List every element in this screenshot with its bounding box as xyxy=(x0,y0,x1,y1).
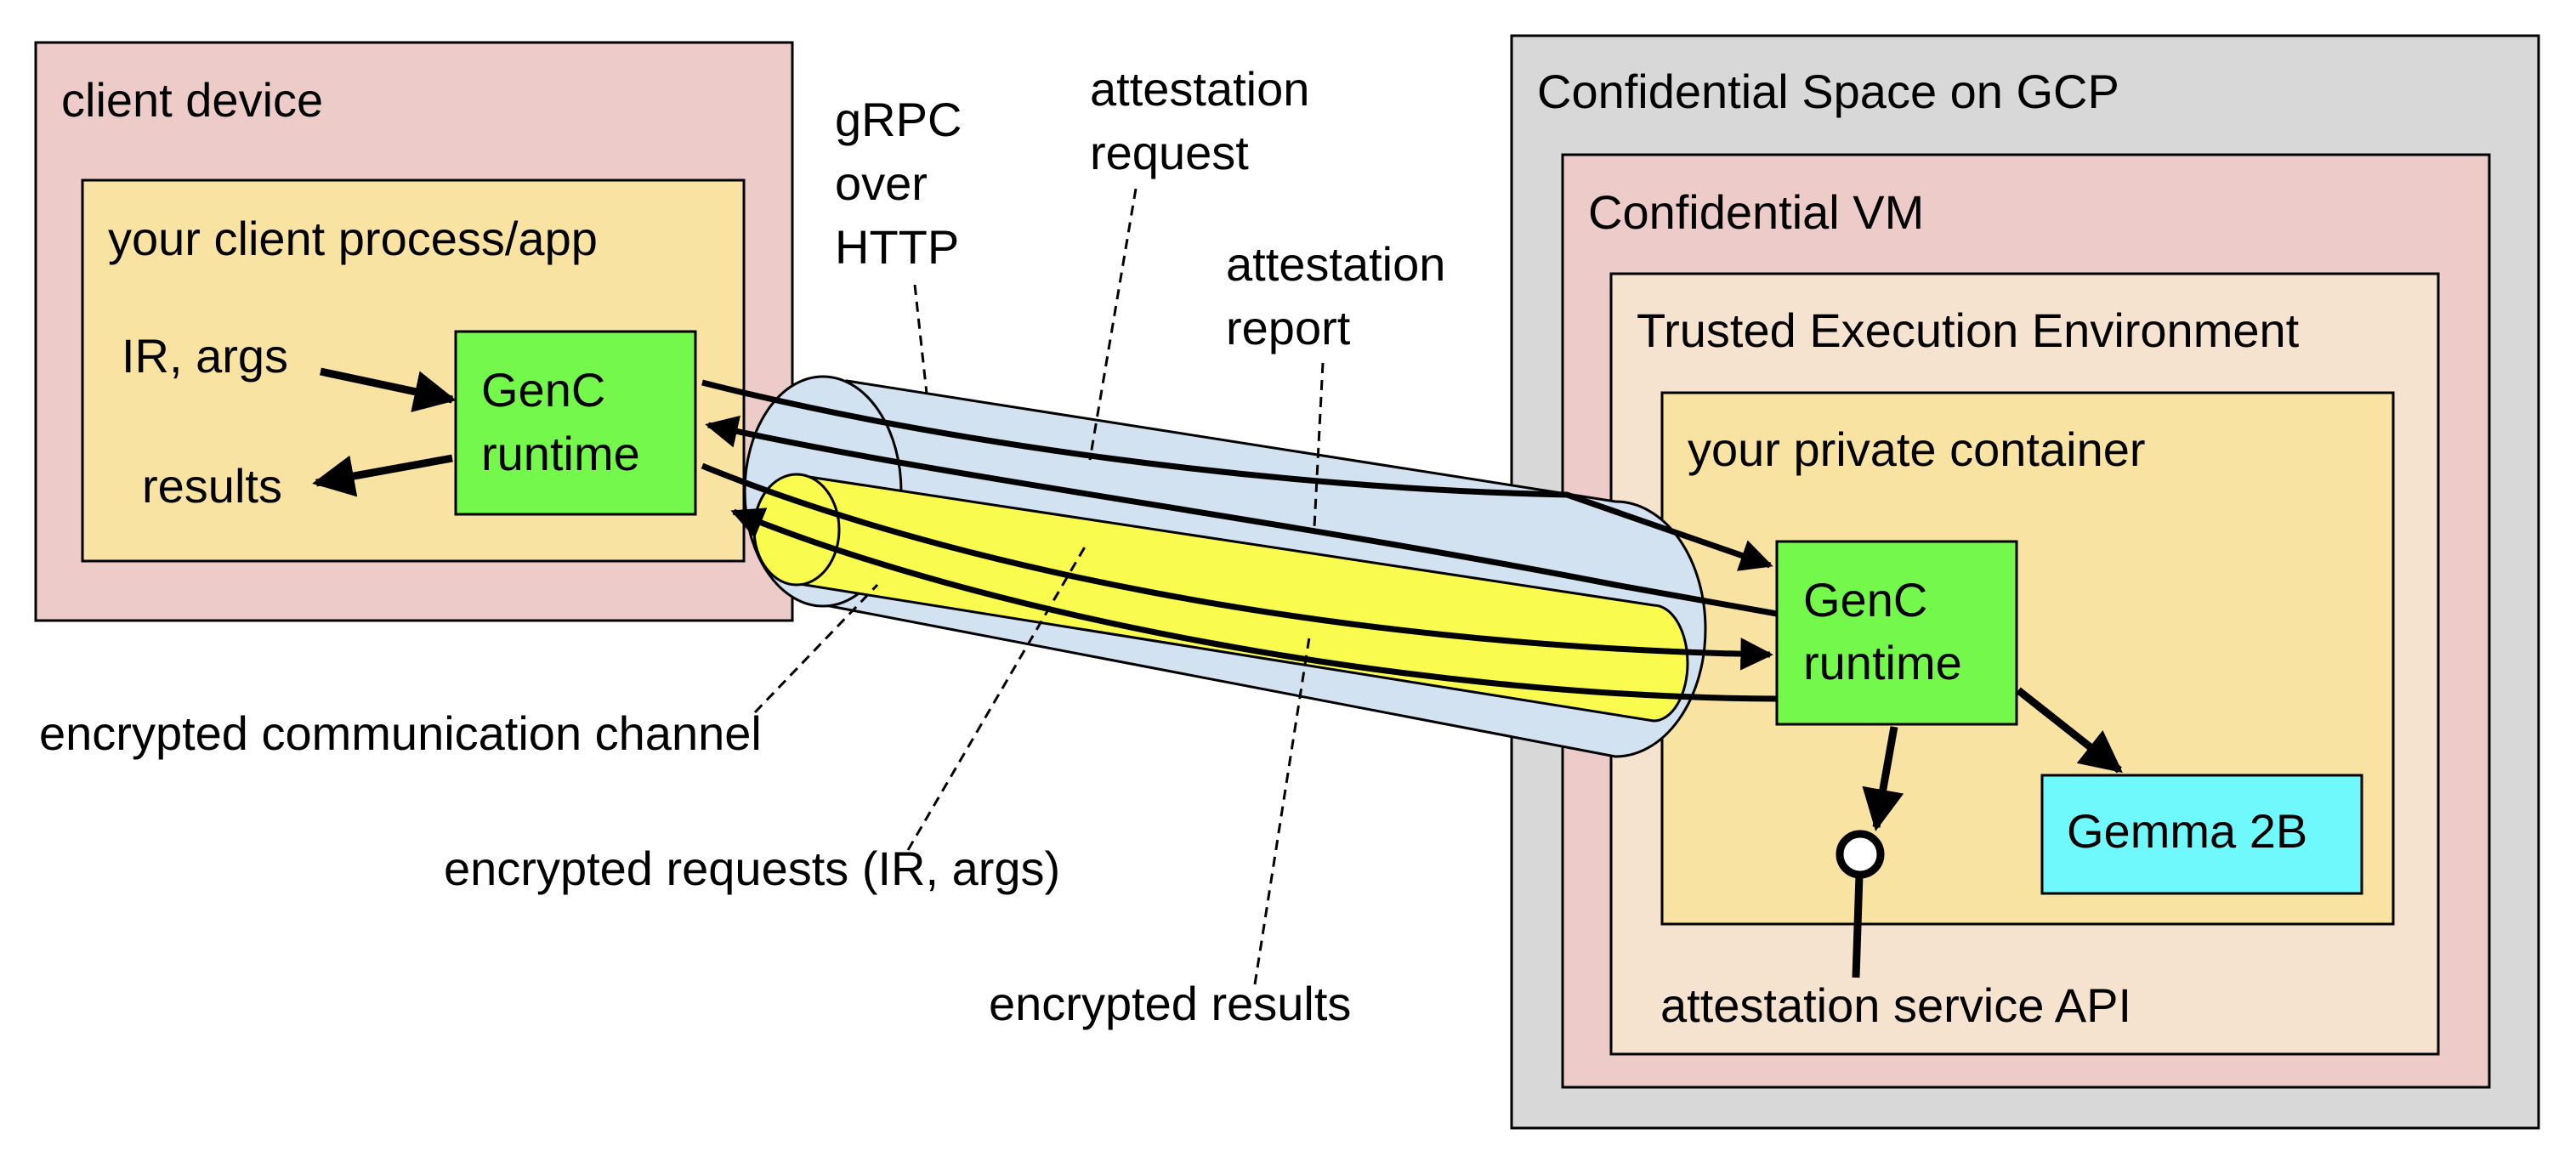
encrypted-requests-leader-line xyxy=(906,543,1088,851)
attestation-api-port-icon xyxy=(1836,830,1885,879)
encrypted-channel-leader-line xyxy=(753,583,879,714)
inner-tube-body xyxy=(787,474,1689,723)
client-app-title: your client process/app xyxy=(108,212,598,265)
attestation-request-leader-line xyxy=(1088,188,1138,461)
attestation-request-label-line2: request xyxy=(1090,126,1249,179)
server-genc-runtime-label-line2: runtime xyxy=(1803,636,1962,689)
encrypted-channel-label: encrypted communication channel xyxy=(39,706,762,760)
grpc-label-line1: gRPC xyxy=(835,93,962,146)
grpc-leader-line xyxy=(913,284,928,394)
server-genc-runtime-label-line1: GenC xyxy=(1803,573,1927,627)
encrypted-results-label: encrypted results xyxy=(989,977,1351,1030)
client-genc-runtime-label-line2: runtime xyxy=(481,427,640,480)
grpc-label-line2: over xyxy=(835,156,928,210)
runtime-to-attestation-arrow xyxy=(1862,726,1904,831)
confidential-space-title: Confidential Space on GCP xyxy=(1537,65,2119,118)
tee-title: Trusted Execution Environment xyxy=(1637,303,2300,357)
grpc-label-line3: HTTP xyxy=(835,220,959,274)
attestation-request-label-line1: attestation xyxy=(1090,62,1309,116)
attestation-report-line xyxy=(705,415,1778,617)
attestation-api-stem xyxy=(1852,874,1864,978)
client-genc-runtime-label-line1: GenC xyxy=(481,363,605,417)
client-input-label: IR, args xyxy=(122,329,288,383)
gemma-model-label: Gemma 2B xyxy=(2067,804,2307,858)
attestation-report-leader-line xyxy=(1313,362,1325,528)
encrypted-results-line xyxy=(730,507,1778,702)
client-device-title: client device xyxy=(61,73,323,127)
encrypted-requests-line xyxy=(701,462,1773,671)
client-input-arrow xyxy=(320,367,457,412)
attestation-report-label-line2: report xyxy=(1226,301,1351,354)
private-container-title: your private container xyxy=(1688,422,2146,476)
encrypted-results-leader-line xyxy=(1253,637,1311,985)
attestation-report-label-line1: attestation xyxy=(1226,237,1445,291)
client-genc-runtime-box xyxy=(454,330,697,516)
encrypted-requests-label: encrypted requests (IR, args) xyxy=(444,842,1060,895)
runtime-to-gemma-arrow xyxy=(2016,687,2123,774)
confidential-vm-title: Confidential VM xyxy=(1588,185,1924,239)
attestation-request-line xyxy=(701,379,1773,571)
server-genc-runtime-box xyxy=(1775,540,2018,726)
client-output-label: results xyxy=(142,459,282,513)
client-output-arrow xyxy=(312,454,453,497)
attestation-api-label: attestation service API xyxy=(1660,978,2131,1032)
gemma-model-box xyxy=(2040,774,2363,895)
